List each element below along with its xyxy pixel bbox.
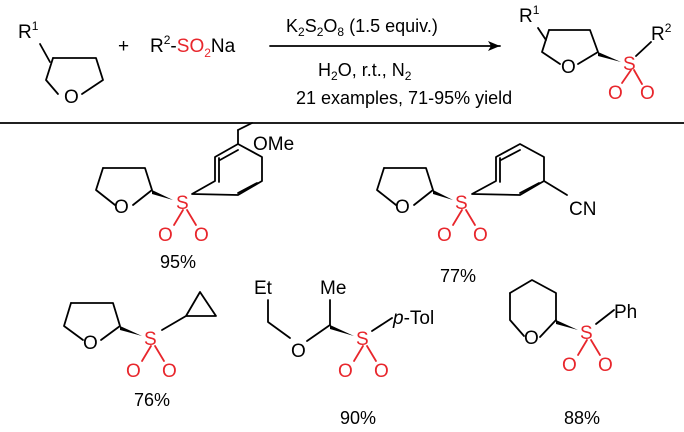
example5-yield: 88%	[564, 408, 600, 428]
example5-ring-oxygen: O	[524, 328, 539, 349]
condition-solvent: H2O, r.t., N2	[318, 60, 412, 83]
example3-oxygen-b: O	[162, 361, 177, 382]
example3-sulfur: S	[144, 329, 157, 350]
reaction-equation: O R1 + R2-SO2Na K2S2O8 (1.5 equiv.) H2O,…	[18, 3, 672, 108]
example2-ring-oxygen: O	[395, 197, 410, 218]
example1-oxygen-a: O	[158, 225, 173, 246]
example-5: O S O O Ph 88%	[509, 279, 637, 428]
example2-oxygen-b: O	[473, 225, 488, 246]
product-oxygen-b: O	[640, 83, 655, 104]
plus-sign: +	[118, 36, 129, 57]
example-1: O S O O OMe 95%	[95, 122, 294, 272]
example5-sulfur: S	[580, 323, 593, 344]
example2-oxygen-a: O	[437, 225, 452, 246]
example-3: O S O O 76%	[63, 291, 217, 410]
example3-ring-oxygen: O	[83, 333, 98, 354]
example2-yield: 77%	[440, 266, 476, 286]
example2-sulfur: S	[455, 193, 468, 214]
example4-oxygen-a: O	[338, 361, 353, 382]
example4-ether-oxygen: O	[291, 341, 306, 362]
product-r2-label: R2	[651, 21, 672, 45]
example5-oxygen-b: O	[598, 355, 613, 376]
condition-scope: 21 examples, 71-95% yield	[296, 88, 512, 108]
reactant-thf: O R1	[18, 19, 104, 108]
product-structure: O S O O R2 R1	[519, 3, 672, 104]
example5-substituent: Ph	[614, 302, 637, 323]
reaction-arrow-conditions: K2S2O8 (1.5 equiv.) H2O, r.t., N2 21 exa…	[269, 16, 512, 108]
example4-yield: 90%	[340, 408, 376, 428]
example5-oxygen-a: O	[562, 355, 577, 376]
example1-sulfur: S	[176, 193, 189, 214]
example-2: O S O O CN 77%	[376, 143, 596, 286]
product-oxygen-a: O	[608, 83, 623, 104]
example4-sulfur: S	[356, 329, 369, 350]
example-4: Et O Me S O O p-Tol 90%	[254, 278, 434, 428]
example1-ring-oxygen: O	[114, 197, 129, 218]
example3-yield: 76%	[134, 390, 170, 410]
example4-oxygen-b: O	[374, 361, 389, 382]
condition-oxidant: K2S2O8 (1.5 equiv.)	[286, 16, 438, 39]
example1-substituent: OMe	[253, 134, 294, 155]
example4-tolyl: p-Tol	[392, 308, 434, 329]
example3-oxygen-a: O	[126, 361, 141, 382]
product-ring-oxygen: O	[561, 57, 576, 78]
reactant1-r1-label: R1	[18, 19, 39, 43]
reactant1-ring-oxygen: O	[64, 87, 79, 108]
example1-yield: 95%	[160, 252, 196, 272]
product-r1-label: R1	[519, 3, 540, 27]
example1-oxygen-b: O	[194, 225, 209, 246]
example2-substituent: CN	[569, 199, 596, 220]
example4-ethyl: Et	[254, 278, 273, 299]
product-sulfur: S	[623, 54, 636, 75]
reactant2-sodium-sulfinate: R2-SO2Na	[150, 33, 236, 60]
example4-methyl: Me	[320, 278, 346, 299]
